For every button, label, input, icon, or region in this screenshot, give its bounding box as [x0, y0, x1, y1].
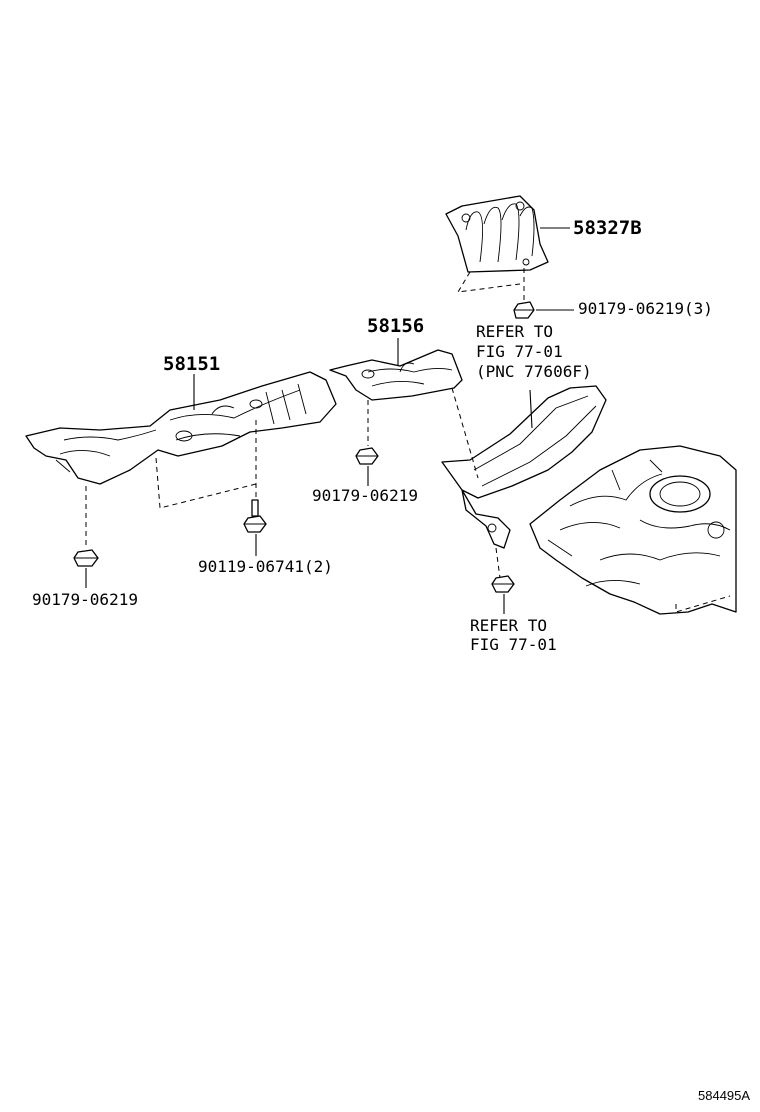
label-refer1-line2: FIG 77-01: [476, 342, 563, 361]
label-refer1-line1: REFER TO: [476, 322, 553, 341]
label-90179-mid: 90179-06219: [312, 486, 418, 505]
nut-90179-mid-icon: [355, 447, 379, 465]
label-90119: 90119-06741(2): [198, 557, 333, 576]
heat-shield-58156: [329, 349, 479, 479]
label-90179-top: 90179-06219(3): [578, 299, 713, 318]
nut-90179-left-icon: [73, 549, 99, 567]
label-58151: 58151: [163, 353, 220, 375]
fuel-pipe-protector: [441, 385, 607, 579]
nut-refer2-icon: [491, 575, 515, 593]
label-90179-left: 90179-06219: [32, 590, 138, 609]
leader-refer1: [529, 389, 533, 429]
fuel-tank: [529, 445, 737, 615]
label-58327b: 58327B: [573, 217, 642, 239]
bolt-90119-icon: [243, 499, 267, 533]
label-58156: 58156: [367, 315, 424, 337]
heat-shield-58327b: [445, 195, 549, 302]
label-refer2-line1: REFER TO: [470, 616, 547, 635]
nut-90179-top-icon: [513, 301, 535, 319]
label-refer1-line3: (PNC 77606F): [476, 362, 592, 381]
diagram-id: 584495A: [698, 1088, 750, 1103]
label-refer2-line2: FIG 77-01: [470, 635, 557, 654]
heat-shield-58151: [25, 371, 337, 548]
